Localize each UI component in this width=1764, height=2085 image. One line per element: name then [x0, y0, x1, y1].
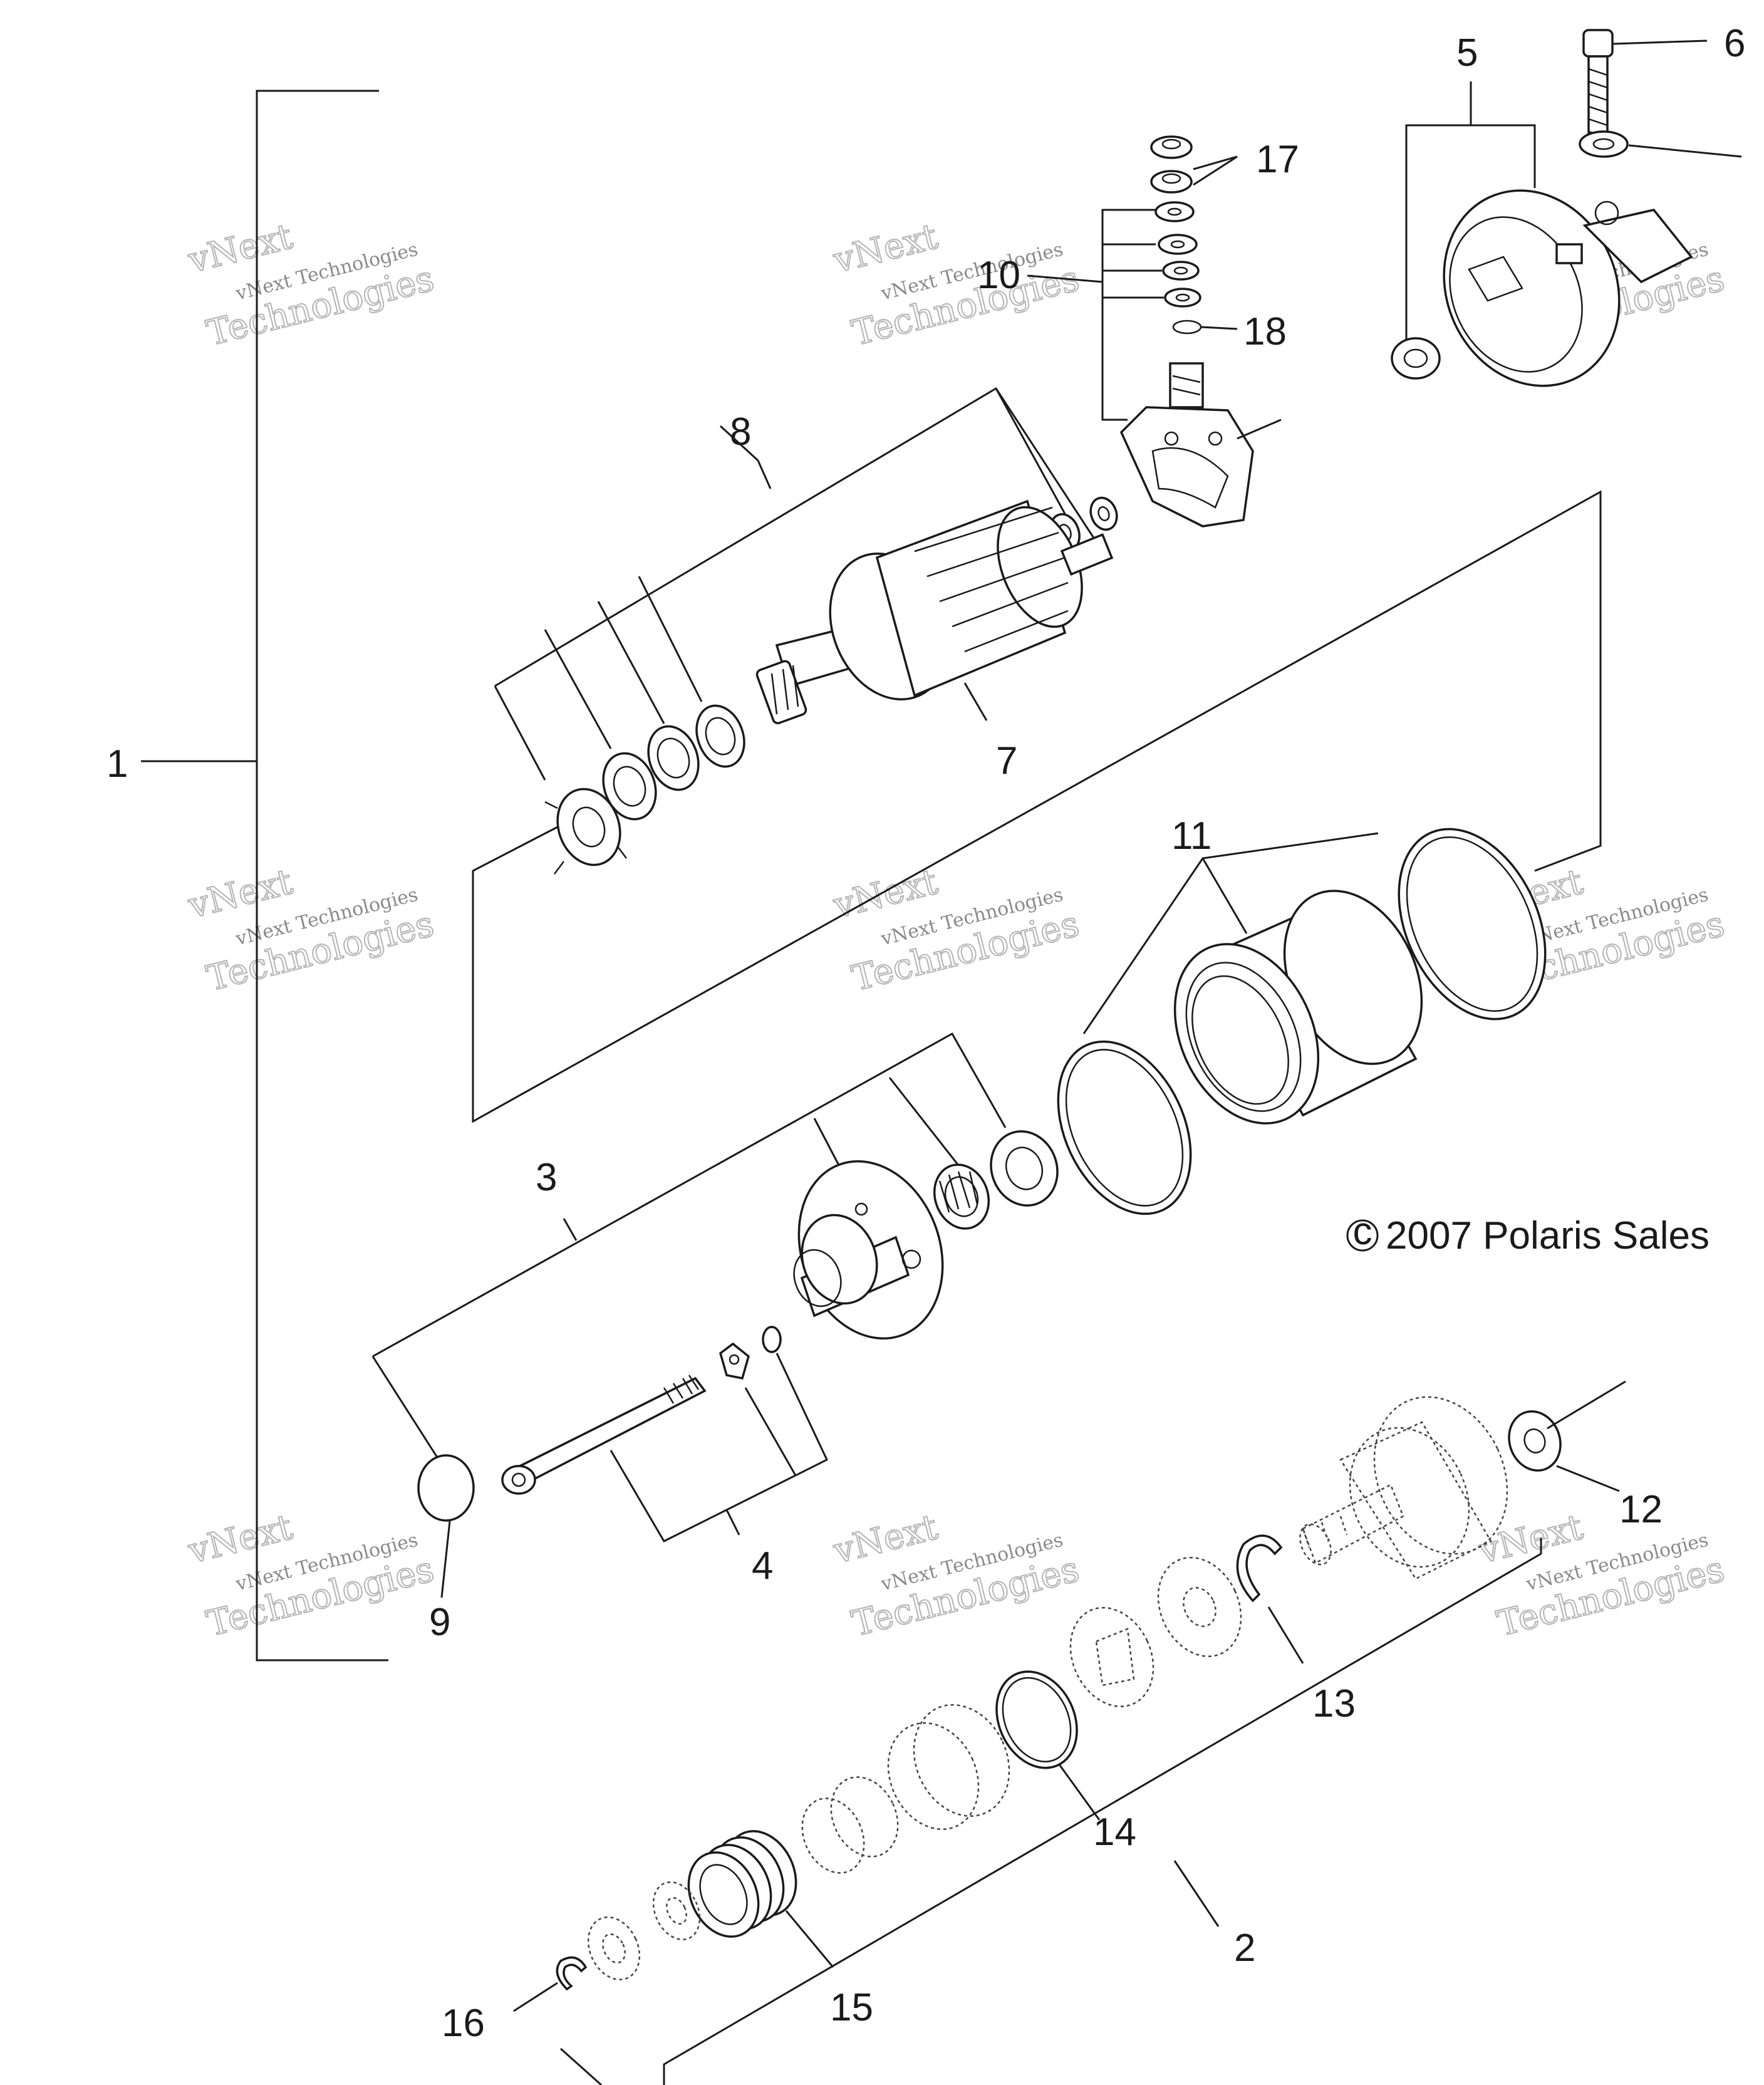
callout-18: 18 [1243, 310, 1287, 353]
part-needle-bearing [933, 1163, 990, 1230]
bracket-11 [1082, 832, 1379, 1034]
callout-17: 17 [1256, 138, 1299, 181]
bracket-2 [560, 1538, 1542, 2085]
part-cap [417, 1454, 475, 1598]
part-washer-stack [1027, 201, 1238, 421]
part-brush-plate [1119, 362, 1282, 528]
bracket-8 [494, 387, 1104, 781]
part-end-housing [1391, 81, 1693, 387]
part-washer [1579, 130, 1742, 158]
part-spring-washers [587, 1881, 701, 1981]
watermark: vNext vNext Technologies Technologies [184, 1506, 438, 1645]
callout-5: 5 [1456, 31, 1478, 75]
watermark: vNext vNext Technologies Technologies [1474, 1506, 1729, 1645]
callout-4: 4 [752, 1544, 773, 1588]
callout-14: 14 [1093, 1811, 1136, 1854]
part-shaft-washers [544, 704, 745, 875]
part-nuts [1150, 135, 1238, 194]
part-spring [687, 1830, 834, 1968]
callout-8: 8 [730, 410, 751, 454]
part-yoke-frame [1173, 890, 1423, 1125]
part-armature [755, 499, 1114, 725]
part-clip [719, 1326, 782, 1380]
callout-13: 13 [1312, 1682, 1356, 1725]
watermark: vNext vNext Technologies Technologies [829, 861, 1084, 1000]
bracket-frame [472, 490, 1602, 1123]
callout-10: 10 [977, 254, 1020, 297]
callout-6: 6 [1724, 22, 1745, 65]
watermark: vNext vNext Technologies Technologies [829, 1506, 1084, 1645]
callout-16: 16 [442, 2002, 485, 2045]
callout-2: 2 [1234, 1926, 1255, 1970]
bracket-4 [610, 1353, 828, 1542]
callout-labels: 1 2 3 4 5 6 7 8 9 10 11 12 13 14 15 16 1… [106, 22, 1745, 2045]
callout-9: 9 [429, 1601, 450, 1644]
part-through-bolt [501, 1375, 707, 1495]
part-retaining-ring [995, 1670, 1101, 1821]
part-front-housing [793, 1160, 944, 1340]
callout-3: 3 [536, 1156, 557, 1199]
part-drive-washers [1069, 1556, 1242, 1708]
watermark: vNext vNext Technologies Technologies [829, 216, 1084, 355]
part-frame-seal-rings [1057, 828, 1547, 1215]
callout-11: 11 [1171, 814, 1211, 858]
copyright-notice: c 2007 Polaris Sales [1346, 1210, 1710, 1257]
part-snap-ring [1236, 1534, 1304, 1664]
part-drive-gear [1299, 1396, 1508, 1580]
copyright-symbol: c [1353, 1210, 1372, 1253]
callout-12: 12 [1619, 1488, 1663, 1531]
part-c-clip [513, 1956, 588, 2012]
copyright-symbol-ring [1346, 1219, 1379, 1252]
part-bearing [990, 1130, 1059, 1207]
watermark: vNext vNext Technologies Technologies [184, 861, 438, 1000]
copyright-text: 2007 Polaris Sales [1386, 1214, 1710, 1257]
part-thrust-washer [1508, 1380, 1626, 1492]
callout-1: 1 [106, 742, 128, 786]
watermark: vNext vNext Technologies Technologies [184, 216, 438, 355]
bracket-1 [141, 90, 388, 1661]
callout-15: 15 [830, 1986, 873, 2029]
callout-7: 7 [996, 739, 1017, 783]
part-pinion [801, 1703, 1010, 1874]
